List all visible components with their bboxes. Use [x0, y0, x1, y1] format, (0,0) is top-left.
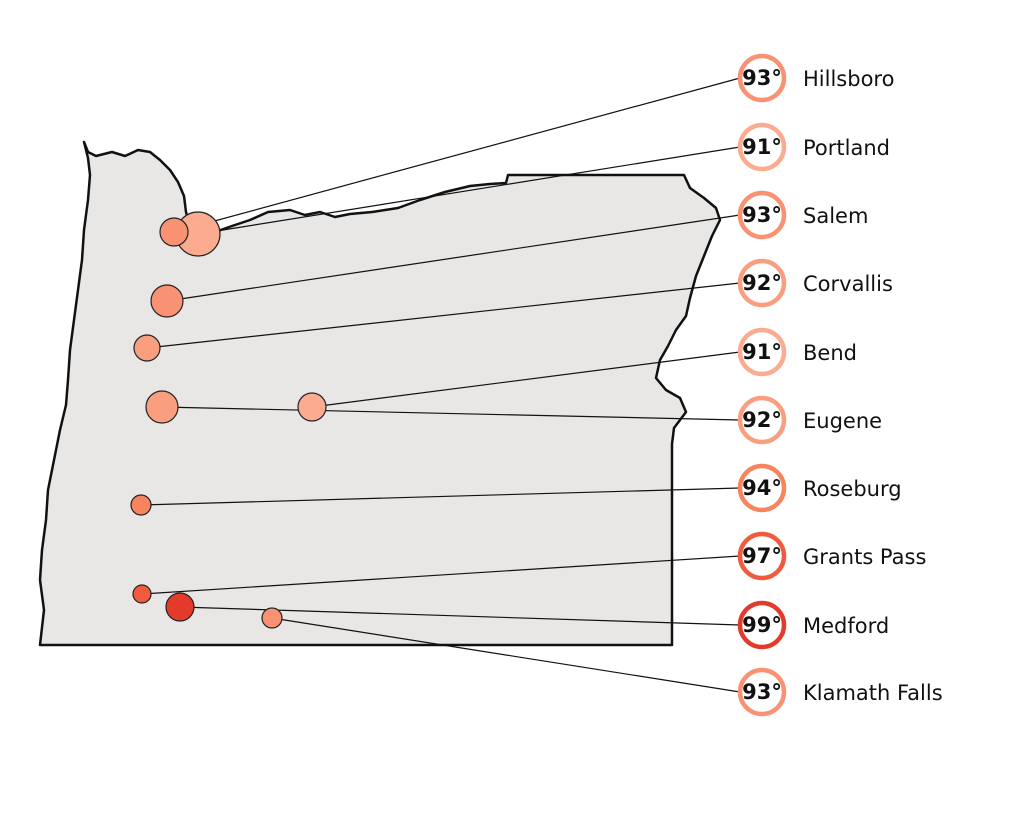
temperature-badge	[737, 531, 787, 581]
temperature-badge	[737, 667, 787, 717]
leader-line	[141, 555, 741, 595]
city-name: Roseburg	[803, 477, 902, 501]
temperature-value: 93°	[742, 66, 782, 90]
city-label: 91° Bend	[737, 327, 857, 377]
city-marker	[165, 592, 195, 622]
temperature-value: 93°	[742, 203, 782, 227]
leader-line	[166, 214, 741, 302]
city-name: Salem	[803, 204, 868, 228]
city-label: 91° Portland	[737, 122, 890, 172]
city-marker	[145, 390, 179, 424]
city-label: 92° Eugene	[737, 395, 882, 445]
leader-line	[161, 406, 741, 421]
city-marker	[132, 584, 152, 604]
city-marker	[261, 607, 283, 629]
city-name: Klamath Falls	[803, 681, 943, 705]
temperature-badge	[737, 53, 787, 103]
temperature-badge	[737, 122, 787, 172]
temperature-value: 91°	[742, 340, 782, 364]
city-marker	[133, 334, 161, 362]
city-name: Hillsboro	[803, 67, 894, 91]
temperature-badge	[737, 327, 787, 377]
temperature-badge	[737, 190, 787, 240]
temperature-badge	[737, 258, 787, 308]
temperature-value: 92°	[742, 408, 782, 432]
city-marker	[130, 494, 152, 516]
leader-line	[173, 77, 741, 233]
city-name: Portland	[803, 136, 890, 160]
oregon-state-shape	[38, 140, 722, 647]
temperature-badge	[737, 600, 787, 650]
city-name: Eugene	[803, 409, 882, 433]
city-marker	[297, 392, 327, 422]
city-label: 94° Roseburg	[737, 463, 902, 513]
temperature-badge	[737, 463, 787, 513]
leader-line	[140, 487, 741, 506]
leader-line	[197, 146, 741, 235]
city-name: Grants Pass	[803, 545, 926, 569]
leader-line	[146, 282, 741, 349]
city-name: Corvallis	[803, 272, 893, 296]
city-name: Medford	[803, 614, 889, 638]
city-marker	[159, 217, 189, 247]
leader-line	[271, 617, 741, 693]
temperature-badge	[737, 395, 787, 445]
temperature-value: 99°	[742, 613, 782, 637]
city-label: 93° Salem	[737, 190, 868, 240]
temperature-value: 97°	[742, 544, 782, 568]
city-name: Bend	[803, 341, 857, 365]
temperature-value: 91°	[742, 135, 782, 159]
city-label: 93° Klamath Falls	[737, 667, 943, 717]
city-marker	[150, 284, 184, 318]
temperature-value: 94°	[742, 476, 782, 500]
temperature-value: 92°	[742, 271, 782, 295]
city-label: 99° Medford	[737, 600, 889, 650]
leader-line	[311, 351, 741, 408]
city-label: 97° Grants Pass	[737, 531, 926, 581]
city-label: 92° Corvallis	[737, 258, 893, 308]
temperature-value: 93°	[742, 680, 782, 704]
city-label: 93° Hillsboro	[737, 53, 894, 103]
